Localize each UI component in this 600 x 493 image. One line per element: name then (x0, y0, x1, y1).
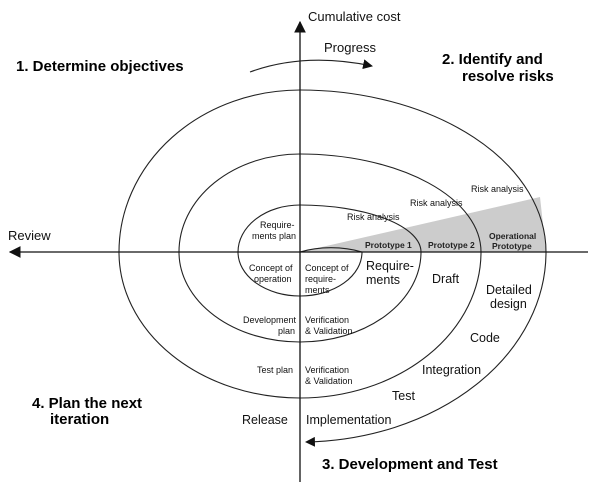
draft-stage: Draft (432, 272, 460, 286)
development-plan-line1: Development (243, 315, 297, 325)
verification-validation-1-line1: Verification (305, 315, 349, 325)
requirements-stage-line2: ments (366, 273, 400, 287)
concept-of-operation-line2: operation (254, 274, 292, 284)
quadrant-4-title-line2: iteration (50, 411, 109, 428)
risk-analysis-wedge (300, 197, 546, 252)
quadrant-2-title-line1: 2. Identify and (442, 51, 543, 68)
verification-validation-2-line1: Verification (305, 365, 349, 375)
test-stage: Test (392, 389, 415, 403)
detailed-design-line2: design (490, 297, 527, 311)
spiral-segment-1 (237, 204, 363, 297)
requirements-plan-line2: ments plan (252, 231, 296, 241)
x-axis-label: Review (8, 228, 51, 243)
requirements-plan-line1: Require- (260, 220, 295, 230)
code-stage: Code (470, 331, 500, 345)
risk-analysis-1: Risk analysis (347, 212, 400, 222)
detailed-design-line1: Detailed (486, 283, 532, 297)
quadrant-3-title: 3. Development and Test (322, 456, 498, 473)
integration-stage: Integration (422, 363, 481, 377)
y-axis-label: Cumulative cost (308, 9, 401, 24)
quadrant-1-title: 1. Determine objectives (16, 58, 184, 75)
development-plan-line2: plan (278, 326, 295, 336)
quadrant-4-title-line1: 4. Plan the next (32, 395, 142, 412)
quadrant-2-title-line2: resolve risks (462, 68, 554, 85)
prototype-1-label: Prototype 1 (365, 240, 412, 250)
concept-of-requirements-line1: Concept of (305, 263, 349, 273)
risk-analysis-3: Risk analysis (471, 184, 524, 194)
prototype-2-label: Prototype 2 (428, 240, 475, 250)
release-label: Release (242, 413, 288, 427)
verification-validation-1-line2: & Validation (305, 326, 352, 336)
operational-prototype-line1: Operational (489, 231, 536, 241)
concept-of-operation-line1: Concept of (249, 263, 293, 273)
progress-arrow (249, 59, 373, 73)
progress-label: Progress (324, 40, 377, 55)
verification-validation-2-line2: & Validation (305, 376, 352, 386)
implementation-stage: Implementation (306, 413, 392, 427)
operational-prototype-line2: Prototype (492, 241, 532, 251)
requirements-stage-line1: Require- (366, 259, 414, 273)
test-plan-label: Test plan (257, 365, 293, 375)
risk-analysis-2: Risk analysis (410, 198, 463, 208)
concept-of-requirements-line2: require- (305, 274, 336, 284)
concept-of-requirements-line3: ments (305, 285, 330, 295)
